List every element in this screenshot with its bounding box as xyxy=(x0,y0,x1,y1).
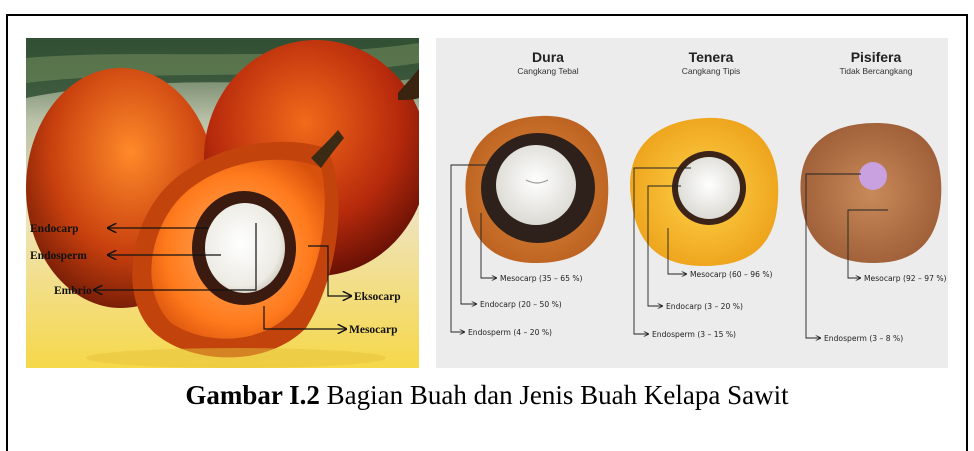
pisifera-mesocarp-label: Mesocarp (92 – 97 %) xyxy=(864,274,947,283)
fruit-types-panel: Dura Cangkang Tebal Tenera Cangkang Tipi… xyxy=(436,38,948,368)
tenera-mesocarp-label: Mesocarp (60 – 96 %) xyxy=(690,270,773,279)
palm-fruit-illustration: Endocarp Endosperm Embrio Eksocarp Mesoc… xyxy=(26,38,419,368)
palm-fruit-photo: Endocarp Endosperm Embrio Eksocarp Mesoc… xyxy=(26,38,419,368)
dura-endocarp-label: Endocarp (20 – 50 %) xyxy=(480,300,562,309)
tenera-title: Tenera xyxy=(689,49,734,65)
label-endocarp: Endocarp xyxy=(30,223,79,235)
pisifera-endosperm-label: Endosperm (3 – 8 %) xyxy=(824,334,903,343)
pisifera-cross-section xyxy=(800,123,941,263)
dura-subtitle: Cangkang Tebal xyxy=(517,66,578,76)
fruit-types-illustration: Dura Cangkang Tebal Tenera Cangkang Tipi… xyxy=(436,38,948,368)
caption-number: Gambar I.2 xyxy=(185,380,320,410)
figure-caption: Gambar I.2 Bagian Buah dan Jenis Buah Ke… xyxy=(0,380,974,411)
label-endosperm: Endosperm xyxy=(30,250,87,262)
tenera-endocarp-label: Endocarp (3 – 20 %) xyxy=(666,302,743,311)
dura-title: Dura xyxy=(532,49,564,65)
dura-endosperm-label: Endosperm (4 – 20 %) xyxy=(468,328,552,337)
label-embrio: Embrio xyxy=(54,285,92,297)
tenera-subtitle: Cangkang Tipis xyxy=(682,66,741,76)
pisifera-title: Pisifera xyxy=(851,49,902,65)
tenera-cross-section xyxy=(630,118,778,266)
caption-text: Bagian Buah dan Jenis Buah Kelapa Sawit xyxy=(320,380,789,410)
tenera-endosperm-label: Endosperm (3 – 15 %) xyxy=(652,330,736,339)
dura-mesocarp-label: Mesocarp (35 – 65 %) xyxy=(500,274,583,283)
pisifera-subtitle: Tidak Bercangkang xyxy=(840,66,913,76)
label-eksocarp: Eksocarp xyxy=(354,291,401,303)
label-mesocarp: Mesocarp xyxy=(349,324,398,336)
dura-cross-section xyxy=(465,116,608,263)
